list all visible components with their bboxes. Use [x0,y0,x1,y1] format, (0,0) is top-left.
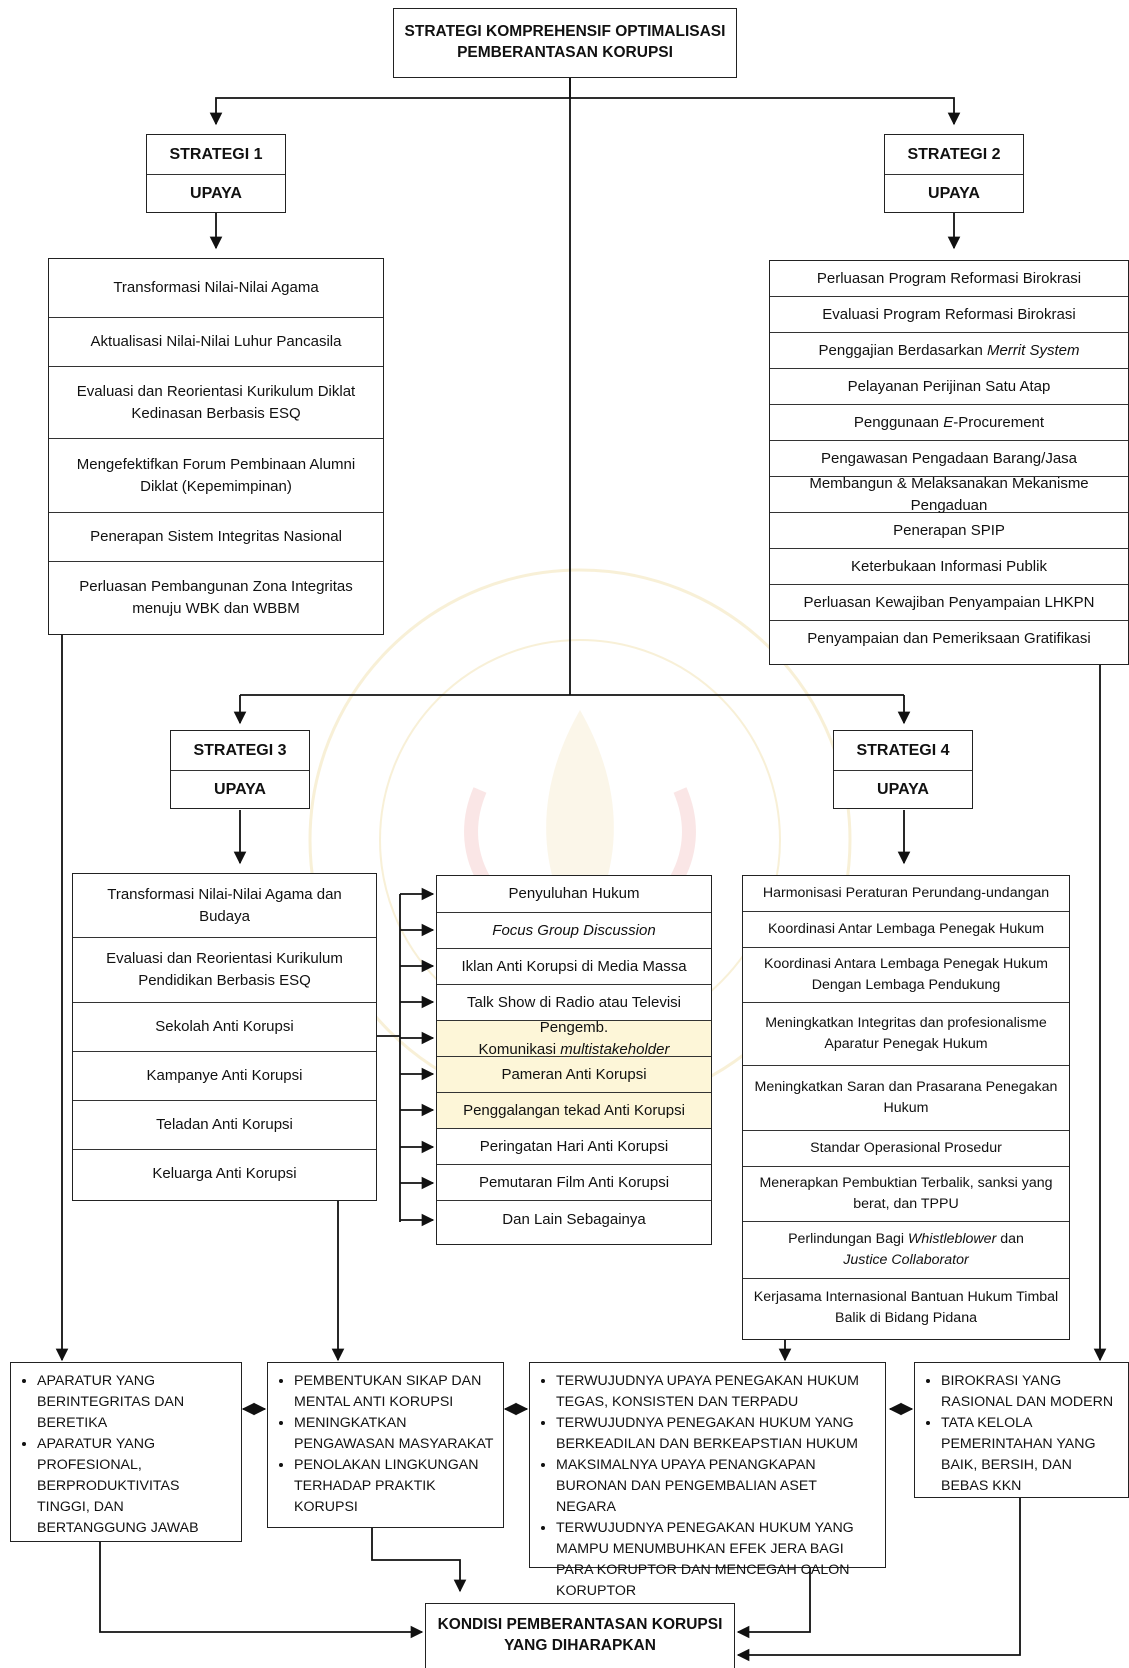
list-item: Perluasan Pembangunan Zona Integritas me… [79,577,353,617]
outcome-box-2: PEMBENTUKAN SIKAP DAN MENTAL ANTI KORUPS… [267,1362,504,1528]
list-item: Pengawasan Pengadaan Barang/Jasa [770,441,1128,477]
strategy-2-list: Perluasan Program Reformasi Birokrasi Ev… [769,260,1129,665]
list-item: Koordinasi Antar Lembaga Penegak Hukum [743,912,1069,948]
list-item: Pameran Anti Korupsi [437,1057,711,1093]
top-title-line2: PEMBERANTASAN KORUPSI [457,44,673,61]
list-item: Penggunaan E-Procurement [770,405,1128,441]
strategy-1-label: STRATEGI 1 [147,135,285,175]
strategy-3-label: STRATEGI 3 [171,731,309,771]
strategy-4-upaya: UPAYA [877,780,929,798]
list-item: Penggalangan tekad Anti Korupsi [437,1093,711,1129]
outcome-box-3: TERWUJUDNYA UPAYA PENEGAKAN HUKUM TEGAS,… [529,1362,886,1599]
list-item: Standar Operasional Prosedur [743,1131,1069,1167]
list-item: Mengefektifkan Forum Pembinaan Alumni Di… [49,439,383,513]
list-item: Sekolah Anti Korupsi [73,1003,376,1052]
expected-condition-box: KONDISI PEMBERANTASAN KORUPSI YANG DIHAR… [425,1603,735,1668]
list-item: Penerapan Sistem Integritas Nasional [49,513,383,562]
list-item: Koordinasi Antara Lembaga Penegak Hukum … [743,948,1069,1003]
list-item: Penerapan SPIP [770,513,1128,549]
list-item: Meningkatkan Integritas dan profesionali… [743,1003,1069,1066]
strategy-2-upaya: UPAYA [928,184,980,202]
list-item: Pengemb. Komunikasi multistakeholder [437,1019,711,1058]
list-item: Evaluasi Program Reformasi Birokrasi [770,297,1128,333]
bottom-title-line2: YANG DIHARAPKAN [504,1637,656,1654]
list-item: Kerjasama Internasional Bantuan Hukum Ti… [753,1289,1059,1326]
list-item: Talk Show di Radio atau Televisi [437,985,711,1021]
list-item: Peringatan Hari Anti Korupsi [437,1129,711,1165]
list-item: Pelayanan Perijinan Satu Atap [770,369,1128,405]
list-item: Evaluasi dan Reorientasi Kurikulum Pendi… [73,938,376,1003]
list-item: Teladan Anti Korupsi [73,1101,376,1150]
outcome-item: PEMBENTUKAN SIKAP DAN MENTAL ANTI KORUPS… [294,1371,497,1413]
list-item: Membangun & Melaksanakan Mekanisme Penga… [770,475,1128,514]
list-item: Meningkatkan Saran dan Prasarana Penegak… [743,1066,1069,1131]
top-title-line1: STRATEGI KOMPREHENSIF OPTIMALISASI [404,23,726,41]
outcome-box-4: BIROKRASI YANG RASIONAL DAN MODERN TATA … [914,1362,1129,1498]
list-item: Transformasi Nilai-Nilai Agama [49,259,383,318]
outcome-item: APARATUR YANG BERINTEGRITAS DAN BERETIKA [37,1371,235,1434]
outcome-item: TATA KELOLA PEMERINTAHAN YANG BAIK, BERS… [941,1413,1122,1497]
list-item: Penyuluhan Hukum [437,876,711,913]
strategy-2-header: STRATEGI 2 UPAYA [884,134,1024,213]
list-item: Aktualisasi Nilai-Nilai Luhur Pancasila [49,318,383,367]
list-item: Penyampaian dan Pemeriksaan Gratifikasi [807,630,1091,648]
list-item: Iklan Anti Korupsi di Media Massa [437,949,711,985]
list-item: Transformasi Nilai-Nilai Agama dan Buday… [73,874,376,938]
strategy-1-list: Transformasi Nilai-Nilai Agama Aktualisa… [48,258,384,635]
strategy-4-list: Harmonisasi Peraturan Perundang-undangan… [742,875,1070,1340]
outcome-item: MAKSIMALNYA UPAYA PENANGKAPAN BURONAN DA… [556,1455,879,1518]
list-item: Harmonisasi Peraturan Perundang-undangan [743,876,1069,912]
strategy-2-label: STRATEGI 2 [885,135,1023,175]
program-list: Penyuluhan Hukum Focus Group Discussion … [436,875,712,1245]
list-item: Kampanye Anti Korupsi [73,1052,376,1101]
outcome-item: PENOLAKAN LINGKUNGAN TERHADAP PRAKTIK KO… [294,1455,497,1518]
list-item: Keterbukaan Informasi Publik [770,549,1128,585]
strategy-1-upaya: UPAYA [190,184,242,202]
strategy-3-list: Transformasi Nilai-Nilai Agama dan Buday… [72,873,377,1201]
outcome-item: TERWUJUDNYA PENEGAKAN HUKUM YANG BERKEAD… [556,1413,879,1455]
outcome-item: TERWUJUDNYA PENEGAKAN HUKUM YANG MAMPU M… [556,1518,879,1602]
outcome-item: TERWUJUDNYA UPAYA PENEGAKAN HUKUM TEGAS,… [556,1371,879,1413]
list-item: Perluasan Kewajiban Penyampaian LHKPN [770,585,1128,621]
list-item: Pemutaran Film Anti Korupsi [437,1165,711,1201]
outcome-item: APARATUR YANG PROFESIONAL, BERPRODUKTIVI… [37,1434,235,1539]
strategy-1-header: STRATEGI 1 UPAYA [146,134,286,213]
list-item: Focus Group Discussion [437,913,711,949]
strategy-3-header: STRATEGI 3 UPAYA [170,730,310,809]
strategy-4-header: STRATEGI 4 UPAYA [833,730,973,809]
list-item: Penggajian Berdasarkan Merrit System [770,333,1128,369]
outcome-item: MENINGKATKAN PENGAWASAN MASYARAKAT [294,1413,497,1455]
strategy-4-label: STRATEGI 4 [834,731,972,771]
top-strategy-box: STRATEGI KOMPREHENSIF OPTIMALISASI PEMBE… [393,8,737,78]
list-item: Dan Lain Sebagainya [502,1210,646,1228]
bottom-title-line1: KONDISI PEMBERANTASAN KORUPSI [437,1616,723,1634]
strategy-3-upaya: UPAYA [214,780,266,798]
list-item: Menerapkan Pembuktian Terbalik, sanksi y… [743,1167,1069,1222]
list-item: Perluasan Program Reformasi Birokrasi [770,261,1128,297]
outcome-box-1: APARATUR YANG BERINTEGRITAS DAN BERETIKA… [10,1362,242,1542]
list-item: Keluarga Anti Korupsi [152,1165,297,1183]
outcome-item: BIROKRASI YANG RASIONAL DAN MODERN [941,1371,1122,1413]
list-item: Evaluasi dan Reorientasi Kurikulum Dikla… [49,367,383,439]
